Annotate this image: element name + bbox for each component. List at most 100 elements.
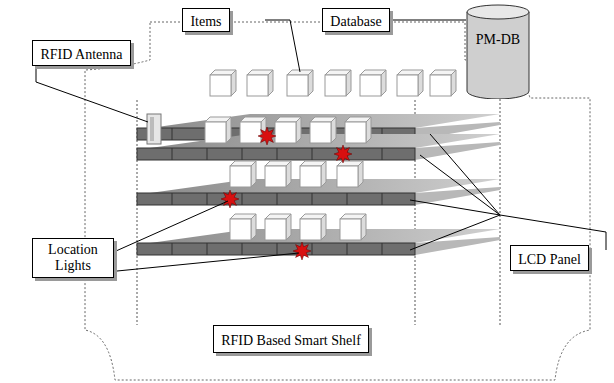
shelf-segment [207, 193, 208, 205]
label-box: Location Lights [32, 238, 114, 278]
leader-line [420, 155, 500, 215]
item-box [321, 161, 326, 187]
leader-line [410, 215, 500, 250]
label-box: LCD Panel [510, 245, 589, 271]
item-box [210, 75, 231, 96]
shelf-segment [172, 128, 173, 140]
item-box [451, 70, 456, 96]
shelf-segment [172, 243, 173, 255]
location-light [258, 127, 276, 145]
database-name: PM-DB [476, 32, 520, 48]
item-box [345, 122, 366, 143]
item-box [226, 117, 231, 143]
cylinder-body [467, 12, 529, 99]
leader-line [410, 200, 500, 215]
items [205, 70, 456, 240]
item-box [346, 70, 351, 96]
item-box [286, 214, 291, 240]
item-box [337, 166, 358, 187]
guide-line [500, 95, 501, 325]
shelf-segment [242, 148, 243, 160]
item-box [287, 75, 308, 96]
label-box: RFID Based Smart Shelf [213, 325, 369, 353]
item-box [358, 161, 363, 187]
item-box [251, 161, 256, 187]
shelf-segment [312, 148, 313, 160]
item-box [340, 219, 361, 240]
rfid-antenna [150, 117, 154, 141]
cylinder-top [467, 5, 529, 19]
shelf-segment [277, 193, 278, 205]
leader-line [430, 134, 500, 215]
item-box [296, 117, 301, 143]
label-text: Items [190, 14, 221, 30]
item-box [310, 122, 331, 143]
shelf-plane [415, 187, 500, 205]
location-light [293, 242, 311, 260]
label-text: RFID Based Smart Shelf [221, 333, 361, 349]
item-box [366, 117, 371, 143]
item-box [430, 75, 451, 96]
shelf-bar [137, 193, 415, 205]
item-box [397, 75, 418, 96]
shelf-bar [137, 243, 415, 255]
item-box [247, 75, 268, 96]
item-box [325, 75, 346, 96]
label-text: RFID Antenna [40, 47, 122, 63]
item-box [251, 214, 256, 240]
shelf-segment [347, 193, 348, 205]
shelf-bar [137, 148, 415, 160]
shelf-segment [382, 243, 383, 255]
shelf-plane [415, 237, 500, 255]
label-box: Database [322, 8, 390, 32]
shelf-segment [207, 243, 208, 255]
cylinder-shape [466, 4, 530, 99]
item-box [275, 122, 296, 143]
item-box [231, 70, 236, 96]
shelf-segment [277, 243, 278, 255]
shelf-segment [242, 193, 243, 205]
item-box [240, 122, 261, 143]
label-text: Location Lights [40, 242, 106, 274]
database-cylinder: PM-DB [466, 4, 530, 99]
item-box [360, 75, 381, 96]
item-box [300, 166, 321, 187]
label-text: Database [330, 14, 381, 30]
leader-line [36, 66, 148, 122]
shelf-segment [242, 243, 243, 255]
item-box [230, 219, 251, 240]
shelf-segment [382, 148, 383, 160]
item-box [331, 117, 336, 143]
item-box [268, 70, 273, 96]
leader-line [107, 201, 228, 255]
item-box [381, 70, 386, 96]
item-box [361, 214, 366, 240]
shelves [137, 114, 500, 255]
item-box [265, 166, 286, 187]
item-box [300, 219, 321, 240]
item-box [286, 161, 291, 187]
location-lights [221, 127, 352, 260]
rfid-antenna [147, 114, 161, 144]
leader-line [265, 20, 300, 72]
item-box [308, 70, 313, 96]
label-text: LCD Panel [518, 252, 581, 268]
location-light [334, 145, 352, 163]
shelf-segment [207, 148, 208, 160]
shelf-plane [415, 142, 500, 160]
shelf-segment [312, 193, 313, 205]
leader-line [107, 253, 299, 272]
item-box [321, 214, 326, 240]
item-box [205, 122, 226, 143]
label-box: Items [182, 8, 230, 32]
location-light [221, 190, 239, 208]
shelf-segment [347, 243, 348, 255]
label-box: RFID Antenna [32, 40, 131, 66]
connector [390, 20, 466, 21]
shelf-segment [312, 243, 313, 255]
item-box [230, 166, 251, 187]
shelf-segment [277, 148, 278, 160]
shelf-segment [382, 193, 383, 205]
shelf-segment [172, 193, 173, 205]
